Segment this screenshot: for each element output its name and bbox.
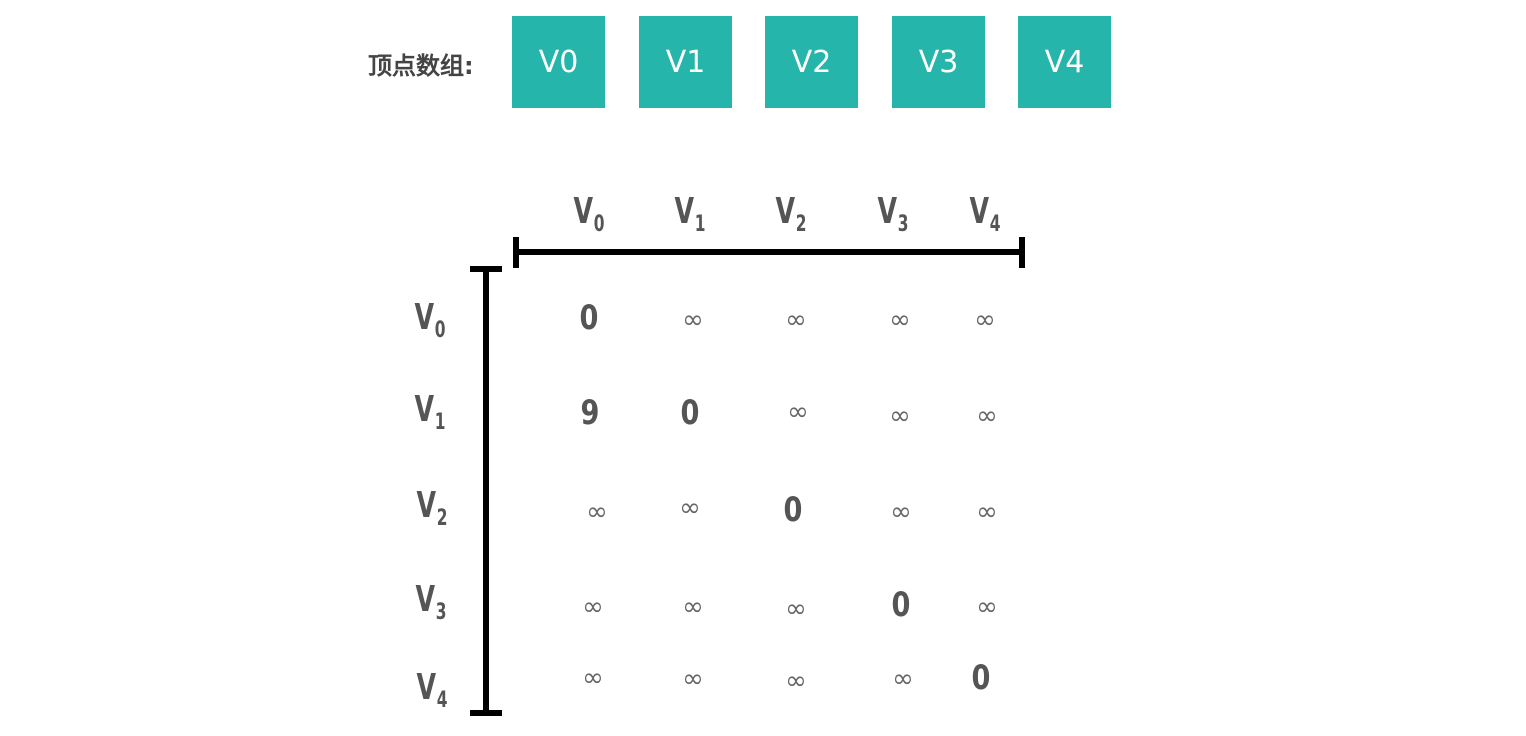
row-header-v1: V1 — [414, 389, 446, 435]
matrix-cell-3-4: ∞ — [976, 592, 998, 622]
matrix-cell-2-2: 0 — [783, 490, 803, 530]
matrix-cell-1-3: ∞ — [889, 401, 911, 431]
column-header-v1: V1 — [674, 191, 706, 237]
matrix-cell-1-4: ∞ — [976, 401, 998, 431]
column-header-v3: V3 — [877, 191, 909, 237]
matrix-cell-1-2: ∞ — [787, 397, 809, 427]
vertex-box-v3: V3 — [892, 16, 985, 108]
vertex-box-v0: V0 — [512, 16, 605, 108]
row-header-v2: V2 — [416, 485, 448, 531]
vertex-array-label: 顶点数组: — [368, 52, 474, 80]
column-header-v4: V4 — [969, 191, 1001, 237]
column-header-v2: V2 — [775, 191, 807, 237]
matrix-cell-4-2: ∞ — [785, 666, 807, 696]
matrix-cell-0-0: 0 — [579, 298, 599, 338]
column-header-v0: V0 — [573, 191, 605, 237]
matrix-cell-4-4: 0 — [971, 658, 991, 698]
matrix-cell-2-3: ∞ — [890, 497, 912, 527]
matrix-cell-3-1: ∞ — [682, 592, 704, 622]
matrix-cell-1-1: 0 — [680, 393, 700, 433]
matrix-cell-4-1: ∞ — [682, 664, 704, 694]
matrix-cell-3-0: ∞ — [582, 592, 604, 622]
vertex-box-v4: V4 — [1018, 16, 1111, 108]
matrix-cell-1-0: 9 — [580, 393, 600, 433]
matrix-cell-0-4: ∞ — [974, 305, 996, 335]
matrix-cell-3-3: 0 — [891, 585, 911, 625]
matrix-cell-0-2: ∞ — [785, 305, 807, 335]
matrix-cell-0-1: ∞ — [682, 305, 704, 335]
vertex-box-v2: V2 — [765, 16, 858, 108]
matrix-cell-2-0: ∞ — [586, 497, 608, 527]
matrix-cell-2-1: ∞ — [679, 493, 701, 523]
row-header-v3: V3 — [415, 579, 447, 625]
vertex-box-v1: V1 — [639, 16, 732, 108]
matrix-cell-0-3: ∞ — [889, 305, 911, 335]
row-header-v0: V0 — [414, 297, 446, 343]
matrix-cell-3-2: ∞ — [785, 594, 807, 624]
matrix-cell-4-0: ∞ — [582, 663, 604, 693]
row-header-v4: V4 — [416, 667, 448, 713]
matrix-cell-4-3: ∞ — [892, 664, 914, 694]
matrix-cell-2-4: ∞ — [976, 497, 998, 527]
